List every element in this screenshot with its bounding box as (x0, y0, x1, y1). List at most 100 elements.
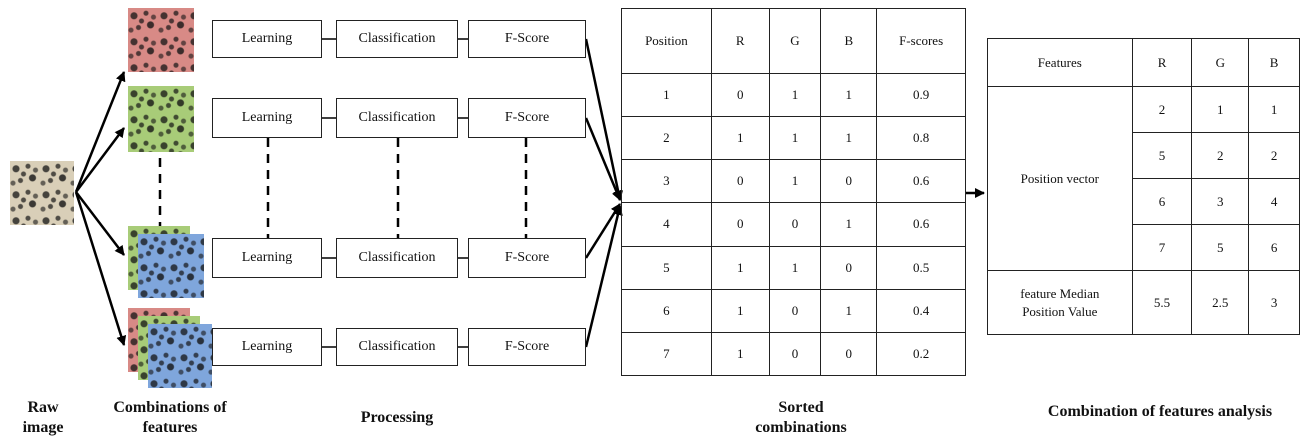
fscore-box: F-Score (468, 238, 586, 278)
combination-green-thumbnail (128, 86, 194, 152)
sorted-combinations-table: Position R G B F-scores 1 0 1 1 0.9 2 1 … (621, 8, 966, 377)
sorted-combinations-caption: Sorted combinations (755, 399, 847, 436)
table-cell: 1 (710, 288, 770, 333)
table-row: Position vector 2 1 1 (987, 86, 1300, 271)
raw-image-caption: Raw image (22, 399, 64, 436)
combination-rgb-blue-layer (148, 324, 212, 388)
feature-analysis-table: Features R G B Position vector 2 1 1 5 2… (987, 38, 1300, 335)
table-cell: 7 (621, 331, 712, 377)
table-cell: 0.6 (876, 159, 966, 204)
header-features: Features (987, 38, 1133, 87)
classification-box: Classification (336, 20, 458, 58)
table-row: 6 1 0 1 0.4 (621, 288, 966, 333)
processing-caption: Processing (360, 409, 434, 426)
feature-analysis-caption: Combination of features analysis (1047, 403, 1273, 420)
table-cell: 1 (768, 116, 822, 161)
table-cell: 1 (768, 245, 822, 290)
table-cell: 2 (1191, 132, 1250, 179)
table-cell: 6 (1248, 224, 1300, 271)
median-label: feature Median Position Value (987, 270, 1133, 335)
table-cell: 0 (820, 331, 878, 377)
table-cell: 5 (621, 245, 712, 290)
table-cell: 7 (1131, 224, 1193, 271)
table-cell: 0 (768, 202, 822, 247)
learning-box: Learning (212, 238, 322, 278)
fscore-box: F-Score (468, 20, 586, 58)
pipeline-connectors (322, 38, 468, 348)
header-position: Position (621, 8, 712, 74)
table-cell: 0.5 (876, 245, 966, 290)
learning-box: Learning (212, 328, 322, 366)
table-cell: 6 (1131, 178, 1193, 225)
table-cell: 0.6 (876, 202, 966, 247)
table-cell: 1 (710, 331, 770, 377)
table-row: 2 1 1 1 0.8 (621, 116, 966, 161)
table-cell: 1 (820, 116, 878, 161)
table-cell: 1 (710, 245, 770, 290)
raw-image-thumbnail (10, 161, 74, 225)
table-row: 3 0 1 0 0.6 (621, 159, 966, 204)
table-row: 5 1 1 0 0.5 (621, 245, 966, 290)
learning-box: Learning (212, 20, 322, 58)
table-cell: 2 (1131, 86, 1193, 133)
table-cell: 1 (820, 288, 878, 333)
classification-box: Classification (336, 328, 458, 366)
header-g: G (1191, 38, 1250, 87)
table-cell: 3 (1248, 270, 1300, 335)
table-cell: 1 (768, 159, 822, 204)
table-cell: 6 (621, 288, 712, 333)
table-cell: 1 (820, 72, 878, 118)
header-g: G (768, 8, 822, 74)
table-cell: 5.5 (1131, 270, 1193, 335)
classification-box: Classification (336, 238, 458, 278)
header-b: B (820, 8, 878, 74)
table-cell: 0 (710, 159, 770, 204)
classification-box: Classification (336, 98, 458, 138)
table-cell: 2.5 (1191, 270, 1250, 335)
table-cell: 0 (768, 331, 822, 377)
table-cell: 0.9 (876, 72, 966, 118)
combinations-caption: Combinations of features (113, 399, 227, 436)
table-cell: 1 (1248, 86, 1300, 133)
combination-blue-thumbnail (138, 234, 204, 298)
table-cell: 5 (1191, 224, 1250, 271)
fscore-box: F-Score (468, 328, 586, 366)
table-header-row: Position R G B F-scores (621, 8, 966, 74)
table-row: 7 1 0 0 0.2 (621, 331, 966, 377)
table-cell: 5 (1131, 132, 1193, 179)
table-cell: 0 (768, 288, 822, 333)
ellipsis-dashes (158, 138, 528, 238)
table-cell: 2 (1248, 132, 1300, 179)
table-cell: 1 (710, 116, 770, 161)
table-cell: 0.2 (876, 331, 966, 377)
fscore-to-table-arrows (584, 38, 624, 348)
header-r: R (710, 8, 770, 74)
table-cell: 0 (710, 202, 770, 247)
fscore-box: F-Score (468, 98, 586, 138)
header-fscores: F-scores (876, 8, 966, 74)
table-cell: 3 (1191, 178, 1250, 225)
table-cell: 1 (621, 72, 712, 118)
table-cell: 4 (621, 202, 712, 247)
table-cell: 1 (820, 202, 878, 247)
table-cell: 1 (768, 72, 822, 118)
position-vector-label: Position vector (987, 86, 1133, 271)
table-cell: 2 (621, 116, 712, 161)
table-row: feature Median Position Value 5.5 2.5 3 (987, 270, 1300, 335)
header-r: R (1131, 38, 1193, 87)
table-cell: 1 (1191, 86, 1250, 133)
table-cell: 3 (621, 159, 712, 204)
table-cell: 0.4 (876, 288, 966, 333)
table-cell: 0 (710, 72, 770, 118)
table-cell: 0 (820, 245, 878, 290)
table-cell: 0 (820, 159, 878, 204)
header-b: B (1248, 38, 1300, 87)
table-cell: 0.8 (876, 116, 966, 161)
combination-red-thumbnail (128, 8, 194, 72)
table-row: 6 3 4 (988, 178, 1300, 225)
raw-to-combination-arrows (74, 71, 127, 346)
table-cell: 4 (1248, 178, 1300, 225)
table-row: 1 0 1 1 0.9 (621, 72, 966, 118)
table-header-row: Features R G B (987, 38, 1300, 87)
